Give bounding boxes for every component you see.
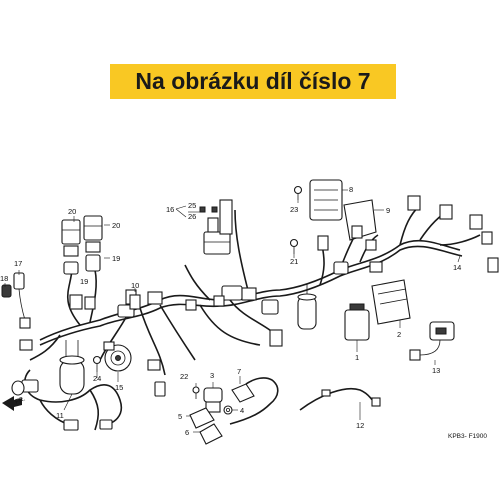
part-1-unit bbox=[344, 303, 370, 341]
relay-19 bbox=[63, 254, 101, 275]
fuse-box-16 bbox=[199, 199, 233, 255]
callout-5: 5 bbox=[178, 412, 182, 421]
front-arrow-icon: FR. bbox=[2, 395, 27, 411]
relay-block-center bbox=[185, 285, 283, 347]
callout-13: 13 bbox=[432, 366, 440, 375]
callout-6: 6 bbox=[185, 428, 189, 437]
part-18 bbox=[1, 284, 12, 298]
callout-19b: 19 bbox=[80, 277, 88, 286]
banner-text: Na obrázku díl číslo 7 bbox=[135, 68, 371, 94]
leader-lines bbox=[4, 189, 461, 433]
callout-25: 25 bbox=[188, 201, 196, 210]
part-10-connector bbox=[129, 291, 163, 310]
part-15-horn bbox=[103, 341, 132, 372]
callout-20-right: 20 bbox=[112, 221, 120, 230]
callout-21: 21 bbox=[290, 257, 298, 266]
relay-20-left bbox=[61, 219, 81, 257]
part-5-plug-cap bbox=[189, 407, 215, 429]
part-12-cable bbox=[299, 387, 381, 411]
part-3-coil bbox=[203, 387, 223, 413]
callout-16: 16 bbox=[166, 205, 174, 214]
connectors-upper-right bbox=[317, 195, 493, 275]
callout-18: 18 bbox=[0, 274, 8, 283]
callout-12: 12 bbox=[356, 421, 364, 430]
callout-17: 17 bbox=[14, 259, 22, 268]
diagram-code: KPB3- F1900 bbox=[448, 433, 487, 440]
callout-1: 1 bbox=[355, 353, 359, 362]
callout-4: 4 bbox=[240, 406, 244, 415]
callout-10: 10 bbox=[131, 281, 139, 290]
part-21-bolt bbox=[289, 238, 299, 254]
part-6-plug-cap bbox=[199, 423, 223, 445]
callout-8: 8 bbox=[349, 185, 353, 194]
callout-23: 23 bbox=[290, 205, 298, 214]
callout-15: 15 bbox=[115, 383, 123, 392]
part-13-sensor bbox=[409, 321, 455, 361]
callout-7: 7 bbox=[237, 367, 241, 376]
callout-20-left: 20 bbox=[68, 207, 76, 216]
callout-11: 11 bbox=[56, 411, 64, 420]
callout-2: 2 bbox=[397, 330, 401, 339]
lower-left-harness bbox=[11, 369, 122, 431]
part-11-horn-can bbox=[59, 340, 85, 395]
part-4-nut bbox=[223, 405, 233, 415]
part-2-cdi bbox=[371, 279, 411, 325]
callout-24: 24 bbox=[93, 374, 101, 383]
front-marker-label: FR. bbox=[14, 395, 27, 405]
lower-middle-connectors bbox=[147, 359, 166, 397]
callout-14: 14 bbox=[453, 263, 461, 272]
title-banner: Na obrázku díl číslo 7 bbox=[110, 64, 396, 99]
cylinder-part bbox=[297, 284, 317, 330]
part-7-highlighted bbox=[229, 377, 279, 425]
callout-19: 19 bbox=[112, 254, 120, 263]
callout-9: 9 bbox=[386, 206, 390, 215]
part-14-connector bbox=[487, 257, 499, 273]
part-22-bolt bbox=[192, 386, 200, 399]
part-17 bbox=[13, 272, 31, 329]
part-8-module bbox=[309, 179, 343, 221]
callout-labels: 1 2 3 4 5 6 7 8 9 10 11 12 13 14 15 16 1… bbox=[0, 185, 461, 437]
callout-22: 22 bbox=[180, 372, 188, 381]
relay-20-right bbox=[83, 215, 103, 253]
callout-3: 3 bbox=[210, 371, 214, 380]
callout-26: 26 bbox=[188, 212, 196, 221]
part-23-bolt bbox=[293, 185, 303, 200]
part-24-bolt bbox=[92, 355, 102, 372]
